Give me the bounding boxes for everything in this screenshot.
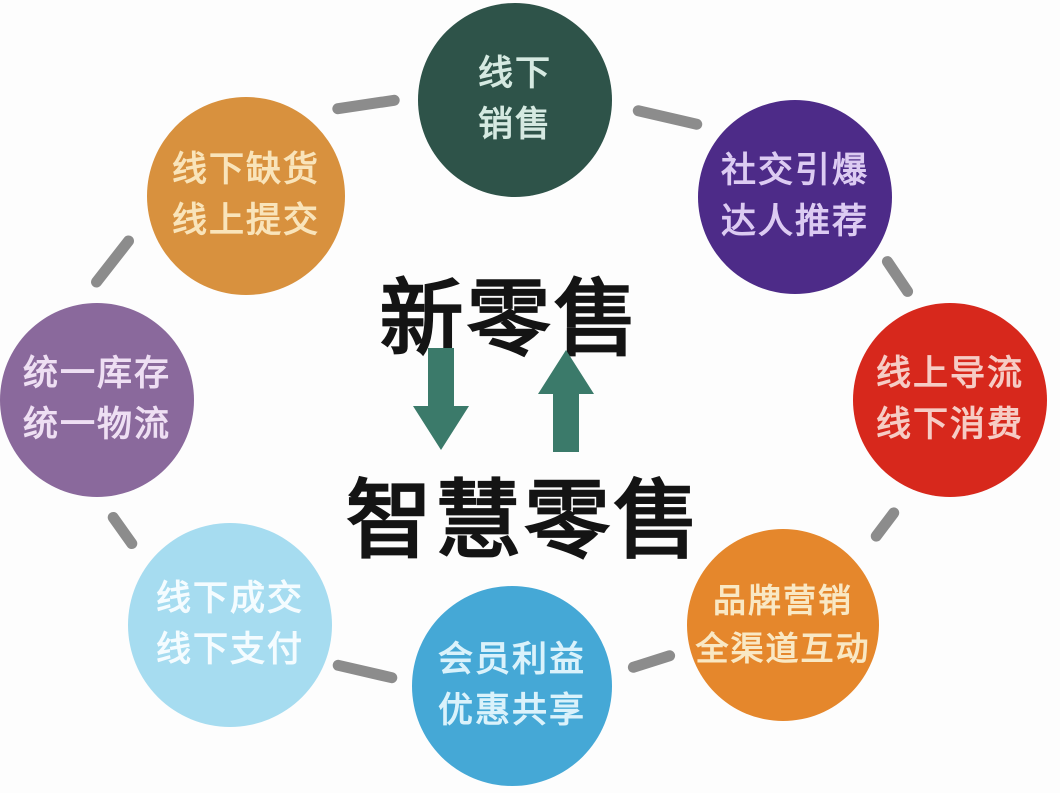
connector-drainage-brand bbox=[868, 505, 902, 544]
node-offline-payment-line1: 线下成交 bbox=[155, 579, 304, 619]
node-offline-shortage-line2: 线上提交 bbox=[171, 201, 320, 240]
node-online-to-offline: 线上导流 线下消费 bbox=[853, 303, 1047, 497]
node-online-to-offline-line2: 线下消费 bbox=[875, 405, 1024, 444]
node-offline-sales-line1: 线下 bbox=[477, 54, 552, 94]
title-smart-retail: 智慧零售 bbox=[346, 473, 702, 569]
connector-logistics-shortage bbox=[88, 233, 137, 290]
node-unified-logistics-line1: 统一库存 bbox=[22, 354, 171, 394]
arrow-down-head bbox=[413, 406, 469, 450]
connector-social-drainage bbox=[879, 253, 916, 300]
arrow-down-shaft bbox=[428, 348, 454, 406]
connector-member-payment bbox=[331, 658, 399, 685]
node-brand-marketing: 品牌营销 全渠道互动 bbox=[687, 529, 879, 721]
node-member-benefits: 会员利益 优惠共享 bbox=[412, 586, 612, 786]
node-social-buzz-line2: 达人推荐 bbox=[720, 202, 869, 241]
node-offline-sales-line2: 销售 bbox=[477, 105, 552, 144]
title-new-retail: 新零售 bbox=[379, 272, 641, 366]
node-offline-payment-line2: 线下支付 bbox=[155, 630, 304, 669]
node-offline-shortage: 线下缺货 线上提交 bbox=[147, 97, 345, 295]
node-unified-logistics-line2: 统一物流 bbox=[22, 405, 171, 444]
node-unified-logistics: 统一库存 统一物流 bbox=[0, 303, 194, 497]
connector-sales-social bbox=[631, 104, 704, 131]
node-member-benefits-line1: 会员利益 bbox=[437, 640, 586, 680]
arrow-up-icon bbox=[538, 350, 594, 452]
node-offline-payment: 线下成交 线下支付 bbox=[128, 523, 332, 727]
connector-shortage-sales bbox=[331, 94, 401, 115]
node-brand-marketing-line1: 品牌营销 bbox=[713, 582, 853, 620]
arrow-down-icon bbox=[413, 348, 469, 450]
node-social-buzz: 社交引爆 达人推荐 bbox=[698, 100, 892, 294]
node-offline-shortage-line1: 线下缺货 bbox=[171, 150, 320, 190]
arrow-up-shaft bbox=[553, 394, 579, 452]
node-online-to-offline-line1: 线上导流 bbox=[875, 354, 1024, 394]
node-brand-marketing-line2: 全渠道互动 bbox=[695, 630, 871, 667]
node-social-buzz-line1: 社交引爆 bbox=[720, 151, 869, 191]
node-offline-sales: 线下 销售 bbox=[418, 3, 612, 197]
connector-brand-member bbox=[626, 648, 677, 675]
arrow-up-head bbox=[538, 350, 594, 394]
node-member-benefits-line2: 优惠共享 bbox=[437, 691, 586, 730]
connector-payment-logistics bbox=[105, 509, 140, 552]
